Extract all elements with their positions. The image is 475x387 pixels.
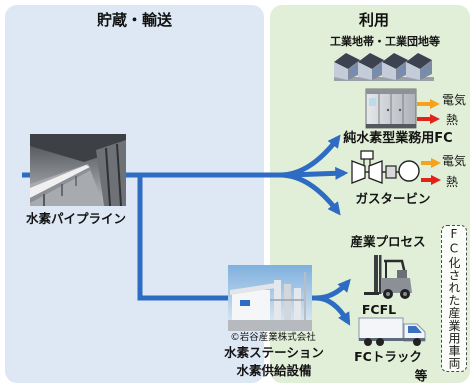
factory-front-wall bbox=[406, 62, 420, 80]
industrial-vehicles-note: FC化された産業用車両 bbox=[441, 225, 467, 372]
factory-roof bbox=[382, 53, 408, 69]
combustor-shape bbox=[360, 150, 374, 160]
factory-window bbox=[351, 70, 354, 73]
flow-arrow-to-truck bbox=[315, 295, 351, 326]
truck-wheel bbox=[364, 338, 372, 346]
fuel-cell-display bbox=[369, 98, 376, 106]
truck-label: FCトラック bbox=[354, 349, 422, 364]
combustor-pipes bbox=[363, 159, 371, 166]
station-building bbox=[232, 290, 270, 322]
fuel-cell-handle bbox=[398, 108, 402, 112]
fc-truck-icon bbox=[358, 317, 426, 346]
factory-front-wall bbox=[334, 62, 348, 80]
hydrogen-pipeline-photo bbox=[30, 134, 126, 207]
station-tank bbox=[284, 284, 291, 320]
station-sign bbox=[240, 300, 250, 306]
forklift-hub bbox=[386, 292, 390, 296]
fuel-cell-output-arrows bbox=[417, 99, 440, 124]
truck-wheel bbox=[413, 338, 421, 346]
pipeline-label: 水素パイプライン bbox=[25, 211, 126, 226]
gas-turbine-heat-label: 熱 bbox=[446, 175, 459, 189]
forklift-mast bbox=[379, 255, 382, 294]
flow-arrow-to-gas-turbine bbox=[289, 166, 349, 180]
flow-arrow-to-industrial-process bbox=[279, 172, 341, 216]
industrial-zone-factory-icon bbox=[334, 53, 434, 81]
factory-window bbox=[379, 67, 382, 70]
station-label: 水素ステーション bbox=[224, 345, 324, 360]
section-title-usage: 利用 bbox=[358, 11, 389, 29]
station-sublabel: 水素供給設備 bbox=[236, 363, 312, 378]
truck-wheel bbox=[376, 338, 384, 346]
factory-window bbox=[355, 67, 358, 70]
forklift-seat bbox=[397, 270, 407, 278]
factory-building bbox=[334, 53, 360, 80]
factory-front-wall bbox=[382, 62, 396, 80]
gas-turbine-output-arrows bbox=[421, 158, 441, 185]
fuel-cell-handle bbox=[386, 108, 390, 112]
factory-front-wall bbox=[358, 62, 372, 80]
forklift-hub bbox=[403, 292, 407, 296]
generator-shape bbox=[398, 160, 420, 182]
flow-line-to-station bbox=[137, 175, 232, 301]
gas-turbine-electricity-label: 電気 bbox=[442, 154, 467, 168]
pipeline-pillar bbox=[116, 143, 122, 207]
etc-label: 等 bbox=[414, 368, 428, 383]
station-canopy bbox=[230, 283, 276, 295]
fuel-cell-top-band bbox=[366, 89, 416, 94]
station-photo-credit: ©岩谷産業株式会社 bbox=[230, 332, 316, 343]
forklift-label: FCFL bbox=[361, 302, 397, 317]
industrial-process-label: 産業プロセス bbox=[350, 234, 426, 249]
forklift-mast bbox=[374, 255, 378, 294]
pipeline-pillar bbox=[105, 147, 111, 207]
factory-roof bbox=[358, 53, 384, 69]
gas-turbine-label: ガスタービン bbox=[355, 191, 431, 206]
coupling-shape bbox=[385, 165, 397, 179]
factory-building bbox=[382, 53, 408, 80]
gas-turbine-icon bbox=[351, 150, 420, 184]
forklift-fork bbox=[364, 292, 379, 295]
factory-window bbox=[399, 70, 402, 73]
hydrogen-station-photo bbox=[228, 265, 312, 331]
flow-arrow-to-forklift bbox=[315, 278, 351, 301]
fc-forklift-icon bbox=[364, 255, 412, 299]
factory-window bbox=[427, 67, 430, 70]
station-ground bbox=[228, 320, 312, 331]
pipeline-floor bbox=[30, 164, 104, 206]
section-title-storage-transport: 貯蔵・輸送 bbox=[96, 11, 172, 29]
factory-window bbox=[423, 70, 426, 73]
compressor-shape bbox=[351, 160, 366, 184]
truck-chassis bbox=[359, 338, 425, 341]
factory-roof bbox=[406, 53, 432, 69]
fuel-cell-heat-label: 熱 bbox=[446, 113, 459, 127]
factory-building bbox=[358, 53, 384, 80]
flow-arrow-to-fuel-cell bbox=[279, 134, 341, 178]
factory-ground bbox=[334, 77, 434, 81]
truck-cargo-box bbox=[358, 317, 404, 341]
truck-windshield bbox=[408, 326, 422, 333]
fuel-cell-label: 純水素型業務用FC bbox=[343, 131, 453, 146]
factory-roof bbox=[334, 53, 360, 69]
industrial-zone-label: 工業地帯・工業団地等 bbox=[330, 35, 440, 48]
pipeline-pipe-top bbox=[30, 165, 90, 198]
fuel-cell-base bbox=[366, 124, 416, 128]
fuel-cell-unit-icon bbox=[365, 88, 417, 129]
factory-window bbox=[375, 70, 378, 73]
factory-window bbox=[403, 67, 406, 70]
factory-building bbox=[406, 53, 432, 80]
fuel-cell-electricity-label: 電気 bbox=[442, 93, 467, 107]
station-tank bbox=[294, 288, 301, 320]
turbine-shape bbox=[368, 160, 383, 184]
industrial-vehicles-note-text: FC化された産業用車両 bbox=[447, 227, 461, 370]
